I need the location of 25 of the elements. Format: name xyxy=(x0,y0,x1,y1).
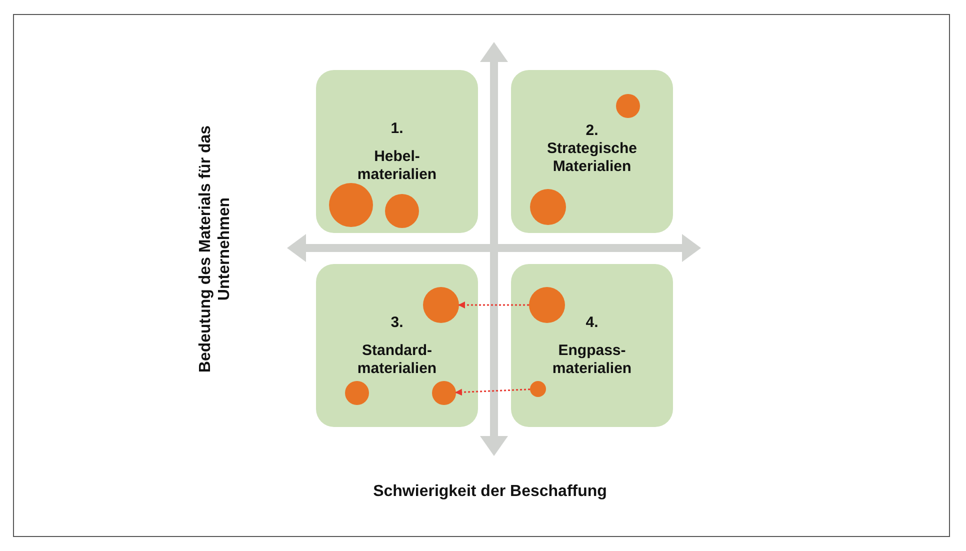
quadrant-title: Engpass- materialien xyxy=(551,342,633,378)
quadrant-box xyxy=(511,264,673,427)
material-circle xyxy=(530,381,546,397)
x-axis-label: Schwierigkeit der Beschaffung xyxy=(372,482,608,501)
material-circle xyxy=(329,183,373,227)
quadrant-number: 3. xyxy=(390,314,404,332)
dotted-arrow xyxy=(458,302,529,308)
quadrant-title: Strategische Materialien xyxy=(546,140,638,176)
quadrant-number: 2. xyxy=(584,122,600,140)
material-circle xyxy=(423,287,459,323)
material-circle xyxy=(345,381,369,405)
quadrant-box xyxy=(511,70,673,233)
quadrant-number: 4. xyxy=(584,314,600,332)
quadrant-title: Hebel- materialien xyxy=(356,148,438,184)
dotted-arrow xyxy=(455,388,530,396)
y-axis-label: Bedeutung des Materials für das Unternehmen xyxy=(196,124,234,374)
quadrant-number: 1. xyxy=(390,120,404,138)
quadrant-box xyxy=(316,264,478,427)
quadrant-box xyxy=(316,70,478,233)
material-circle xyxy=(616,94,640,118)
quadrant-title: Standard- materialien xyxy=(356,342,438,378)
material-circle xyxy=(385,194,419,228)
material-circle xyxy=(529,287,565,323)
material-circle xyxy=(530,189,566,225)
material-circle xyxy=(432,381,456,405)
